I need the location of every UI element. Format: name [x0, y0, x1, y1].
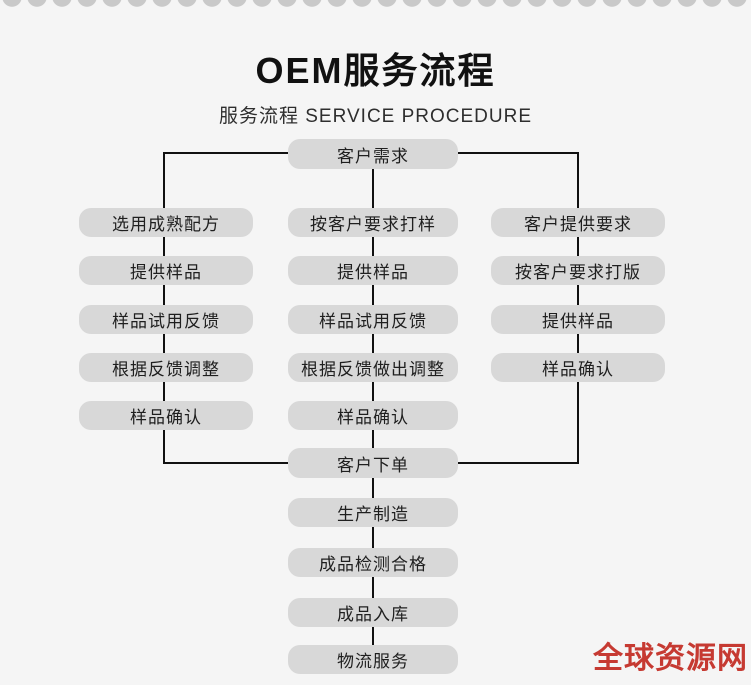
flow-step: 样品试用反馈	[79, 305, 253, 334]
flow-step: 样品确认	[79, 401, 253, 430]
flow-step-customer-order: 客户下单	[288, 448, 458, 478]
flow-step-customer-demand: 客户需求	[288, 139, 458, 169]
flow-step: 样品确认	[288, 401, 458, 430]
flow-step: 客户提供要求	[491, 208, 665, 237]
flow-step-warehousing: 成品入库	[288, 598, 458, 627]
flow-step: 提供样品	[491, 305, 665, 334]
flow-step: 提供样品	[288, 256, 458, 285]
connector-top-right	[457, 152, 579, 154]
site-watermark: 全球资源网	[593, 642, 748, 675]
flow-step: 根据反馈做出调整	[288, 353, 458, 382]
flow-step: 按客户要求打样	[288, 208, 458, 237]
flow-step: 选用成熟配方	[79, 208, 253, 237]
page-subtitle: 服务流程 SERVICE PROCEDURE	[218, 106, 533, 127]
flow-step-logistics: 物流服务	[288, 645, 458, 674]
flow-step: 提供样品	[79, 256, 253, 285]
connector-bottom-left	[163, 462, 289, 464]
flow-step: 根据反馈调整	[79, 353, 253, 382]
flow-step-inspection: 成品检测合格	[288, 548, 458, 577]
torn-paper-edge	[0, 0, 751, 9]
flow-step: 样品确认	[491, 353, 665, 382]
flow-step: 样品试用反馈	[288, 305, 458, 334]
connector-bottom-right	[457, 462, 579, 464]
connector-top-left	[163, 152, 289, 154]
flow-step: 按客户要求打版	[491, 256, 665, 285]
flow-step-production: 生产制造	[288, 498, 458, 527]
page-title: OEM服务流程	[255, 50, 496, 91]
